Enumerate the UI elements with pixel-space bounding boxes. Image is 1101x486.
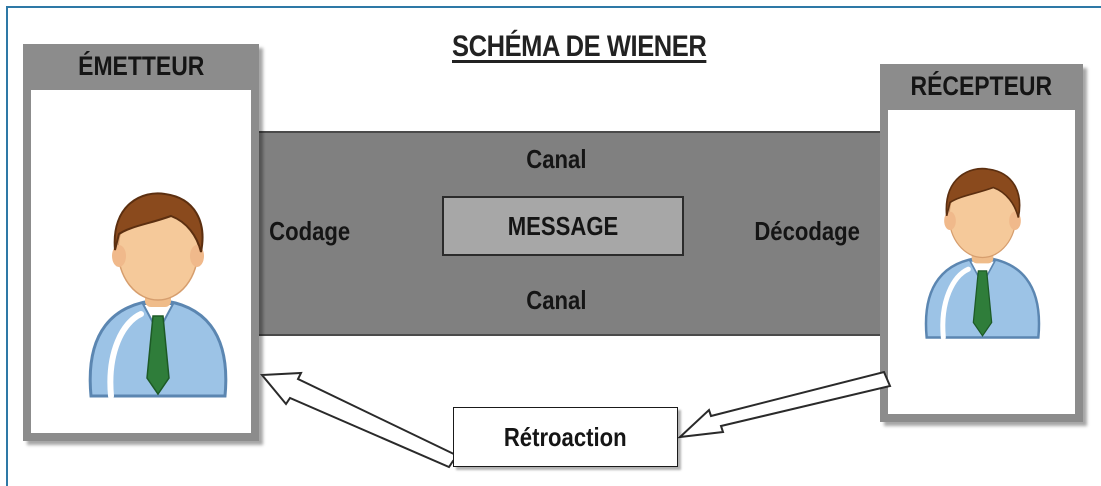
channel-label-bottom: Canal xyxy=(526,285,587,315)
message-box: MESSAGE xyxy=(442,196,684,256)
feedback-label: Rétroaction xyxy=(504,421,627,452)
person-icon xyxy=(88,192,228,399)
emitter-header: ÉMETTEUR xyxy=(23,44,259,88)
decoding-label: Décodage xyxy=(754,216,860,246)
diagram-title: SCHÉMA DE WIENER xyxy=(452,30,707,63)
person-icon xyxy=(924,167,1041,340)
encoding-label: Codage xyxy=(269,216,351,246)
receiver-panel: RÉCEPTEUR xyxy=(880,64,1083,422)
feedback-arrow-icon xyxy=(677,370,892,439)
emitter-label: ÉMETTEUR xyxy=(77,50,205,81)
feedback-box: Rétroaction xyxy=(453,407,678,467)
receiver-label: RÉCEPTEUR xyxy=(910,70,1053,101)
feedback-arrow-icon xyxy=(259,371,460,469)
emitter-panel: ÉMETTEUR xyxy=(23,44,259,441)
frame-top-border xyxy=(6,6,1101,8)
channel-label-top: Canal xyxy=(526,144,587,174)
message-label: MESSAGE xyxy=(507,210,619,241)
frame-left-border xyxy=(6,6,8,486)
receiver-header: RÉCEPTEUR xyxy=(880,64,1083,108)
